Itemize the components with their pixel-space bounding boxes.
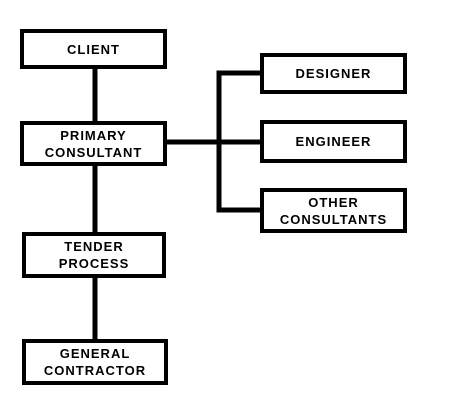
node-general-contractor: GENERAL CONTRACTOR (22, 339, 168, 385)
node-engineer-label: ENGINEER (295, 134, 372, 149)
node-designer-label: DESIGNER (295, 66, 372, 81)
node-designer: DESIGNER (260, 53, 407, 94)
node-primary-consultant-label: PRIMARY CONSULTANT (44, 127, 143, 160)
node-engineer: ENGINEER (260, 120, 407, 163)
node-other-consultants: OTHER CONSULTANTS (260, 188, 407, 233)
node-other-consultants-label: OTHER CONSULTANTS (279, 194, 388, 227)
node-primary-consultant: PRIMARY CONSULTANT (20, 121, 167, 166)
node-tender-process-label: TENDER PROCESS (58, 239, 130, 271)
node-client: CLIENT (20, 29, 167, 69)
node-general-contractor-label: GENERAL CONTRACTOR (43, 346, 147, 378)
node-client-label: CLIENT (67, 41, 120, 57)
node-tender-process: TENDER PROCESS (22, 232, 166, 278)
